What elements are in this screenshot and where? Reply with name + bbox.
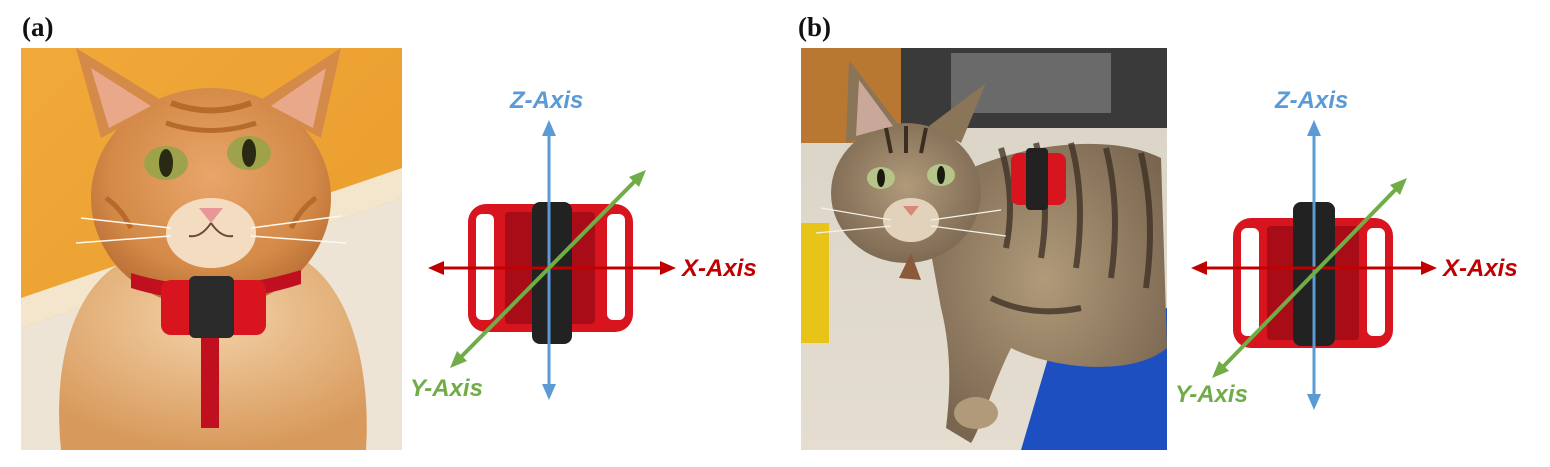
y-axis-arrow: [450, 170, 646, 368]
y-axis-label: Y-Axis: [1175, 381, 1248, 408]
panel-label-a: (a): [22, 12, 54, 42]
cat-photo-a: [21, 48, 402, 450]
y-axis-arrow: [1212, 178, 1407, 378]
x-axis-label: X-Axis: [1441, 255, 1518, 282]
orange-cat-image: [21, 48, 402, 450]
axis-diagram-a: Z-Axis X-Axis Y-Axis: [410, 80, 790, 410]
cat-photo-b: [801, 48, 1167, 450]
z-axis-arrow: [542, 120, 556, 400]
x-axis-arrow: [1191, 261, 1437, 275]
panel-label-b: (b): [798, 12, 831, 42]
z-axis-label: Z-Axis: [509, 87, 583, 114]
tabby-cat-image: [801, 48, 1167, 450]
axis-diagram-b: Z-Axis X-Axis Y-Axis: [1175, 80, 1550, 410]
z-axis-arrow: [1307, 120, 1321, 410]
z-axis-label: Z-Axis: [1274, 87, 1348, 114]
y-axis-label: Y-Axis: [410, 375, 483, 402]
x-axis-label: X-Axis: [680, 255, 757, 282]
